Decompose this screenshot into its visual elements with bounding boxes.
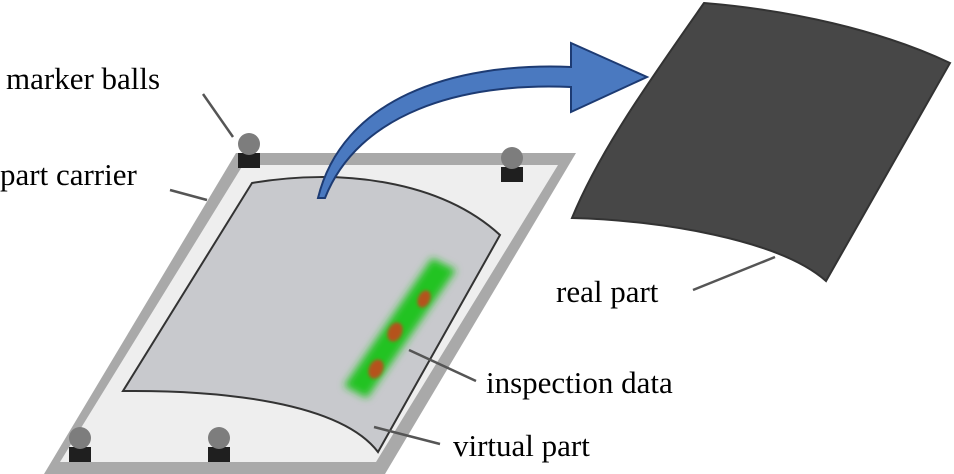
defect-spot bbox=[417, 290, 431, 308]
marker-ball bbox=[501, 147, 523, 182]
defect-spot bbox=[387, 322, 403, 342]
label-part-carrier: part carrier bbox=[0, 157, 137, 192]
leader-line-virtual-part bbox=[373, 425, 441, 446]
leader-line-inspection-data bbox=[408, 348, 477, 383]
leader-line-part-carrier bbox=[169, 188, 208, 202]
virtual-part bbox=[121, 176, 502, 454]
mapping-arrow bbox=[316, 41, 650, 199]
label-inspection-data: inspection data bbox=[486, 365, 673, 400]
marker-ball bbox=[69, 427, 91, 462]
marker-ball bbox=[208, 427, 230, 462]
label-marker-balls: marker balls bbox=[6, 61, 160, 96]
marker-ball bbox=[238, 133, 260, 168]
inspection-data-strip bbox=[344, 258, 456, 398]
leader-line-real-part bbox=[692, 255, 776, 292]
real-part bbox=[570, 1, 952, 283]
label-real-part: real part bbox=[556, 274, 659, 309]
label-virtual-part: virtual part bbox=[453, 428, 590, 463]
defect-spot bbox=[368, 359, 384, 379]
leader-line-marker-balls bbox=[201, 93, 235, 138]
